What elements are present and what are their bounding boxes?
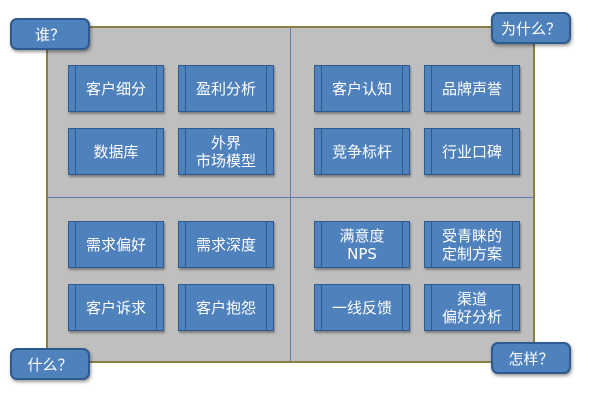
box-profit-analysis: 盈利分析 [178, 65, 274, 112]
box-frontline-feedback: 一线反馈 [314, 284, 410, 331]
box-database: 数据库 [68, 128, 164, 175]
box-customer-complaints: 客户抱怨 [178, 284, 274, 331]
horizontal-divider [48, 197, 533, 198]
box-competitive-benchmark: 竞争标杆 [314, 128, 410, 175]
corner-label-who: 谁？ [10, 18, 90, 50]
corner-label-why: 为什么？ [491, 12, 571, 44]
box-customer-appeal: 客户诉求 [68, 284, 164, 331]
box-external-market-model: 外界 市场模型 [178, 128, 274, 175]
box-demand-depth: 需求深度 [178, 221, 274, 268]
box-channel-preference-analysis: 渠道 偏好分析 [424, 284, 520, 331]
corner-label-what: 什么？ [10, 348, 90, 380]
box-brand-reputation: 品牌声誉 [424, 65, 520, 112]
box-demand-preference: 需求偏好 [68, 221, 164, 268]
corner-label-how: 怎样？ [491, 342, 571, 374]
analysis-matrix-board: 客户细分 盈利分析 数据库 外界 市场模型 客户认知 品牌声誉 竞争标杆 行业口… [46, 26, 535, 363]
vertical-divider [290, 28, 291, 361]
box-favored-custom-solution: 受青睐的 定制方案 [424, 221, 520, 268]
box-customer-segmentation: 客户细分 [68, 65, 164, 112]
box-industry-word-of-mouth: 行业口碑 [424, 128, 520, 175]
box-customer-perception: 客户认知 [314, 65, 410, 112]
box-satisfaction-nps: 满意度 NPS [314, 221, 410, 268]
